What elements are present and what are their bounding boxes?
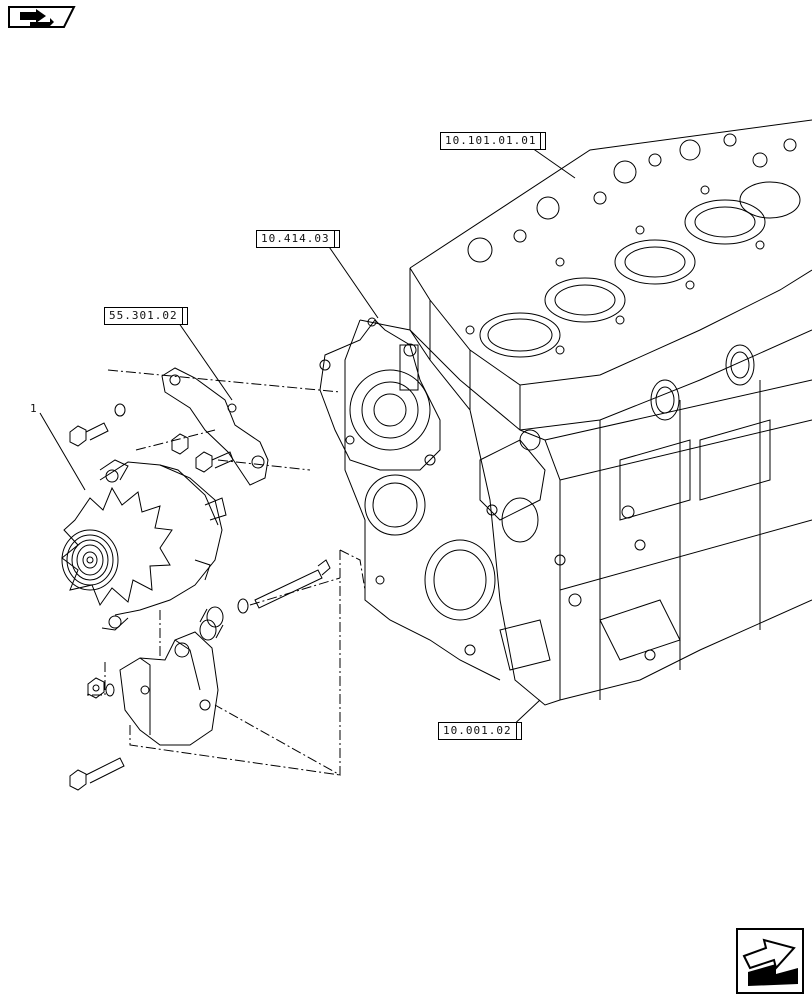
callout-cylinder-head-ref[interactable]: 10.101.01.01 [440, 132, 547, 150]
alternator-support-bracket [161, 367, 269, 486]
engine-block-drawing [319, 119, 812, 706]
callout-engine-block-ref[interactable]: 10.001.02 [438, 722, 522, 740]
next-page-arrow-icon[interactable] [736, 928, 804, 994]
alternator [61, 459, 227, 631]
hardware-lower [69, 677, 125, 791]
long-bolt [237, 559, 331, 614]
callout-water-pump-ref[interactable]: 10.414.03 [256, 230, 340, 248]
callout-alternator-support-ref[interactable]: 55.301.02 [104, 307, 188, 325]
spacer-sleeve [199, 606, 224, 641]
book-arrow-icon[interactable] [6, 4, 76, 30]
assembly-centerlines [85, 369, 366, 776]
alternator-lower-bracket [119, 631, 219, 746]
hardware-upper [69, 403, 234, 473]
item-number-label: 1 [30, 402, 37, 415]
